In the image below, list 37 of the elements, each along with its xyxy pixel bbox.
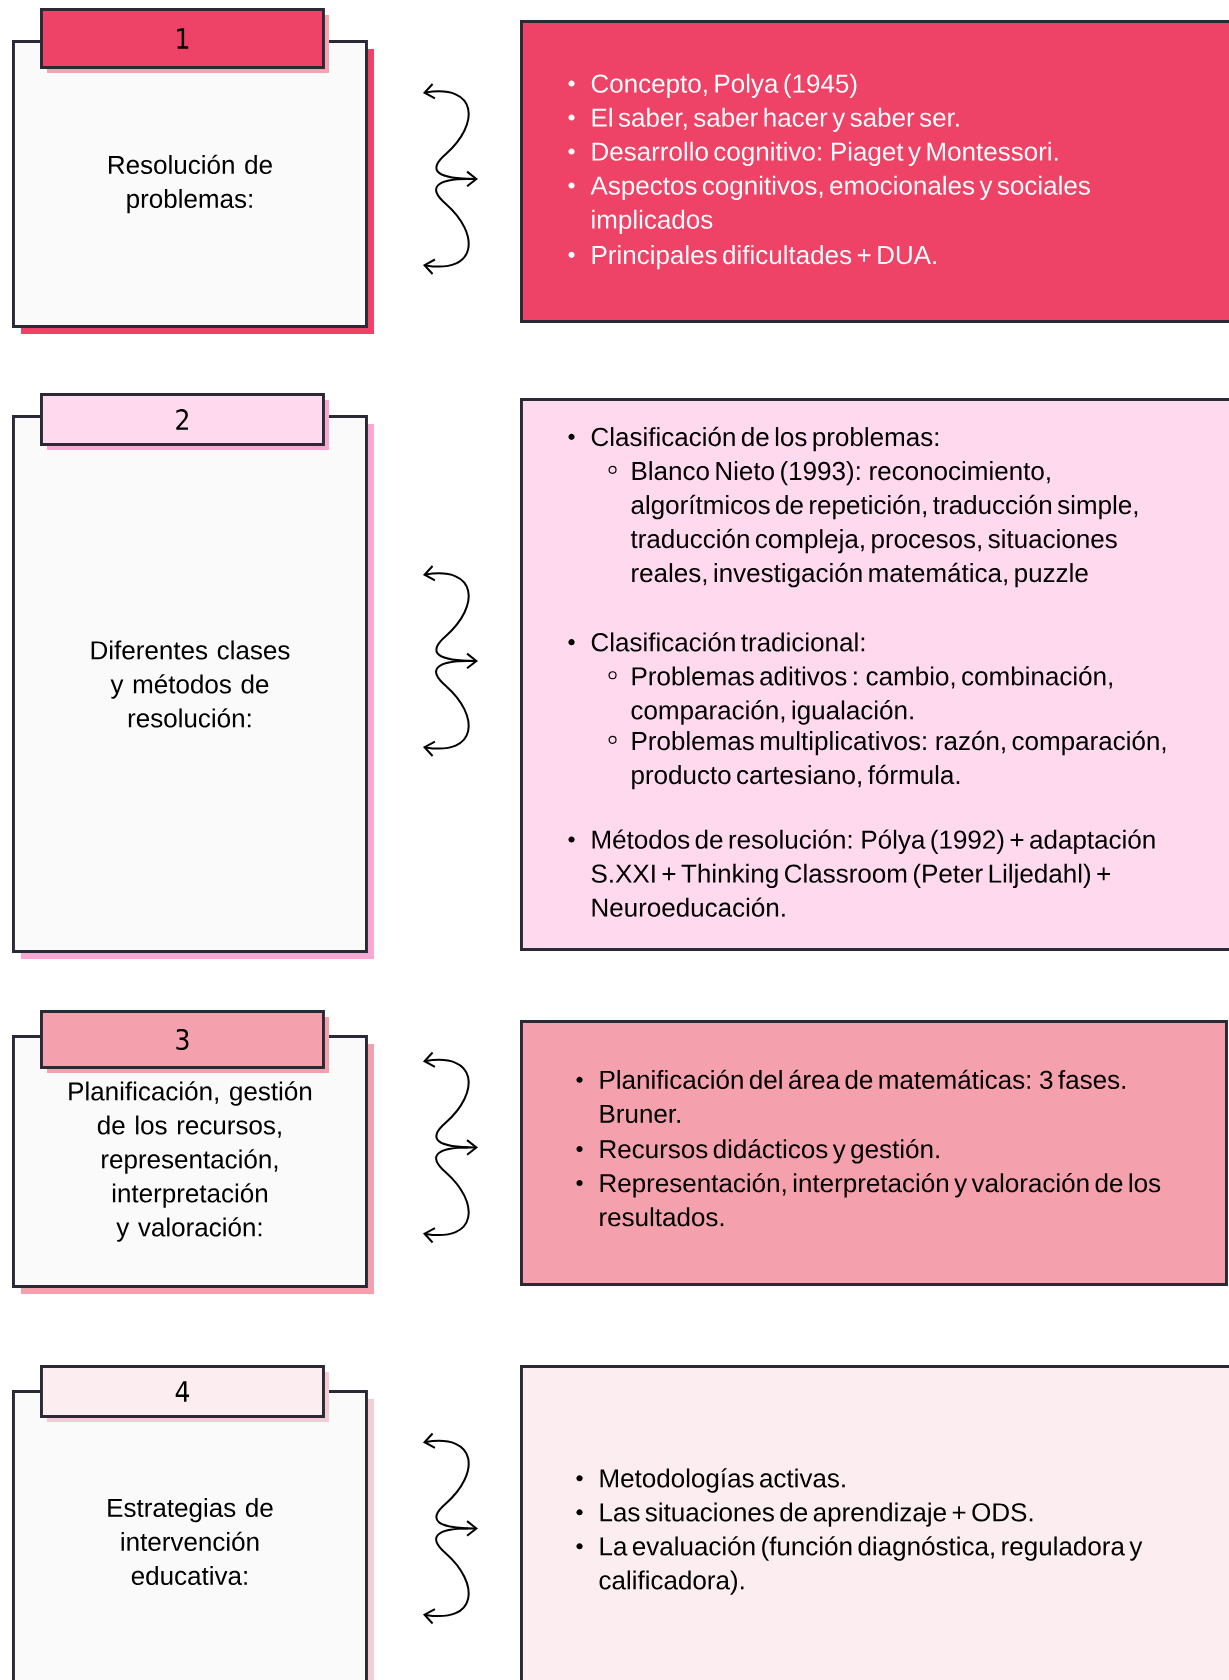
card-title: Resolución de problemas:: [109, 154, 272, 214]
content-card: [520, 20, 1229, 323]
list-item: Aspectos cognitivos, emocionales y sociales implicados: [590, 175, 1090, 234]
list-item: El saber, saber hacer y saber ser.: [592, 107, 959, 132]
list-item: Recursos didácticos y gestión.: [600, 1139, 939, 1164]
list-item: Metodologías activas.: [600, 1468, 845, 1493]
list-item: Problemas aditivos : cambio, combinación, comparación, igualación.: [631, 666, 1112, 725]
number-tab: [40, 1365, 329, 1422]
list-item: Clasificación de los problemas:: [591, 426, 939, 452]
content-card: [520, 1020, 1228, 1286]
list-item: Principales dificultades + DUA.: [592, 245, 936, 270]
list-item: Problemas multiplicativos: razón, comparación, producto cartesiano, fórmula.: [632, 730, 1166, 790]
card-title: Estrategias de intervención educativa:: [108, 1497, 273, 1585]
card-title: Planificación, gestión de los recursos, representación, interpretación y valoración:: [69, 1081, 312, 1242]
list-item: Representación, interpretación y valoración de los resultados.: [600, 1173, 1161, 1227]
number-tab: [40, 1010, 329, 1073]
section-number: 1: [177, 28, 189, 49]
wavy-arrow: [422, 82, 478, 275]
wavy-arrow: [422, 1432, 478, 1625]
number-tab: [40, 393, 329, 450]
section-number: 3: [176, 1028, 189, 1051]
list-item: Métodos de resolución: Pólya (1992) + adaptación S.XXI + Thinking Classroom (Peter Liljedahl) + Neuroeducación.: [591, 829, 1155, 917]
wavy-arrow: [422, 564, 478, 757]
wavy-arrow: [422, 1051, 478, 1244]
section-number: 2: [176, 409, 188, 430]
card-title: Diferentes clases y métodos de resolución:: [91, 640, 290, 728]
list-item: Concepto, Polya (1945): [591, 73, 857, 98]
list-item: Las situaciones de aprendizaje + ODS.: [600, 1502, 1033, 1527]
content-card: [520, 398, 1229, 951]
content-card: [520, 1365, 1229, 1680]
list-item: La evaluación (función diagnóstica, reguladora y calificadora).: [599, 1536, 1143, 1595]
list-item: Desarrollo cognitivo: Piaget y Montessori.: [592, 141, 1058, 166]
list-item: Clasificación tradicional:: [591, 632, 865, 652]
list-item: Blanco Nieto (1993): reconocimiento, algorítmicos de repetición, traducción simple, traducción compleja, procesos, situaciones reales, investigación matemática, puzzle: [630, 461, 1138, 588]
section-number: 4: [175, 1381, 190, 1402]
number-tab: [40, 8, 329, 73]
list-item: Planificación del área de matemáticas: 3 fases. Bruner.: [600, 1069, 1125, 1124]
